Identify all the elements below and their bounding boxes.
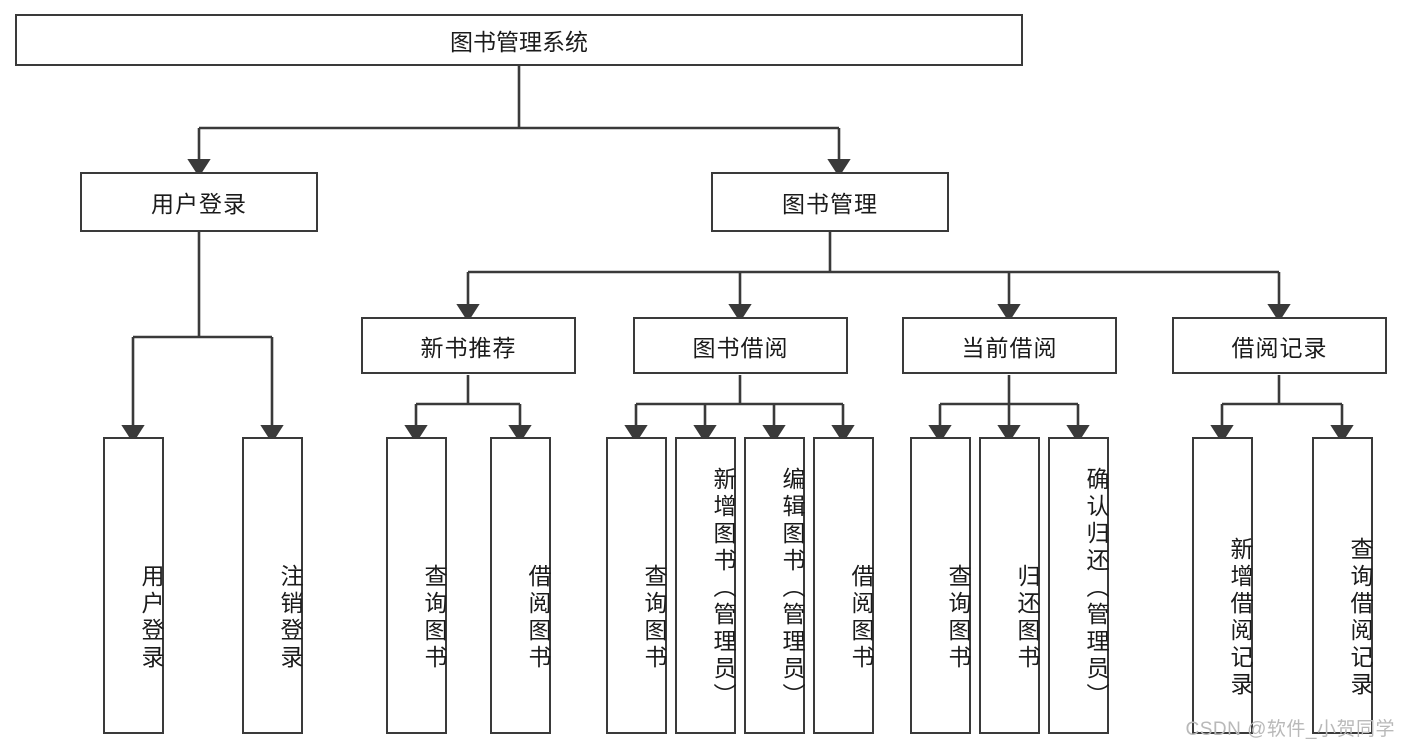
node-label: 借阅图书 [848, 563, 874, 672]
node-label: 编辑图书（管理员） [779, 467, 805, 710]
leaf-user-login[interactable]: 用户登录 [103, 437, 164, 734]
node-current-borrow[interactable]: 当前借阅 [902, 317, 1117, 374]
leaf-query-book-borrow[interactable]: 查询图书 [606, 437, 667, 734]
node-label: 确认归还（管理员） [1083, 467, 1109, 710]
leaf-confirm-return-admin[interactable]: 确认归还（管理员） [1048, 437, 1109, 734]
leaf-query-book-recommend[interactable]: 查询图书 [386, 437, 447, 734]
node-book-management[interactable]: 图书管理 [711, 172, 949, 232]
node-label: 新书推荐 [420, 334, 517, 361]
watermark-text: CSDN @软件_小贺同学 [1185, 719, 1395, 740]
node-label: 查询借阅记录 [1347, 536, 1373, 699]
leaf-query-book-current[interactable]: 查询图书 [910, 437, 971, 734]
node-label: 注销登录 [277, 563, 303, 672]
leaf-add-book-admin[interactable]: 新增图书（管理员） [675, 437, 736, 734]
node-user-login[interactable]: 用户登录 [80, 172, 318, 232]
node-book-borrow[interactable]: 图书借阅 [633, 317, 848, 374]
leaf-query-borrow-record[interactable]: 查询借阅记录 [1312, 437, 1373, 734]
node-new-book-recommend[interactable]: 新书推荐 [361, 317, 576, 374]
node-borrow-record[interactable]: 借阅记录 [1172, 317, 1387, 374]
leaf-user-logout[interactable]: 注销登录 [242, 437, 303, 734]
leaf-add-borrow-record[interactable]: 新增借阅记录 [1192, 437, 1253, 734]
node-label: 当前借阅 [961, 334, 1058, 361]
node-label: 查询图书 [421, 563, 447, 672]
leaf-borrow-book-recommend[interactable]: 借阅图书 [490, 437, 551, 734]
node-root-system[interactable]: 图书管理系统 [15, 14, 1023, 66]
node-label: 用户登录 [138, 563, 164, 672]
leaf-edit-book-admin[interactable]: 编辑图书（管理员） [744, 437, 805, 734]
leaf-borrow-book[interactable]: 借阅图书 [813, 437, 874, 734]
node-label: 新增图书（管理员） [710, 467, 736, 710]
leaf-return-book[interactable]: 归还图书 [979, 437, 1040, 734]
node-label: 用户登录 [151, 191, 247, 217]
node-label: 图书借阅 [692, 334, 789, 361]
node-label: 图书管理 [782, 191, 878, 217]
node-label: 借阅图书 [525, 563, 551, 672]
node-label: 借阅记录 [1231, 334, 1328, 361]
node-label: 新增借阅记录 [1227, 536, 1253, 699]
node-label: 归还图书 [1014, 563, 1040, 672]
node-label: 查询图书 [641, 563, 667, 672]
node-label: 查询图书 [945, 563, 971, 672]
node-label: 图书管理系统 [450, 29, 588, 55]
